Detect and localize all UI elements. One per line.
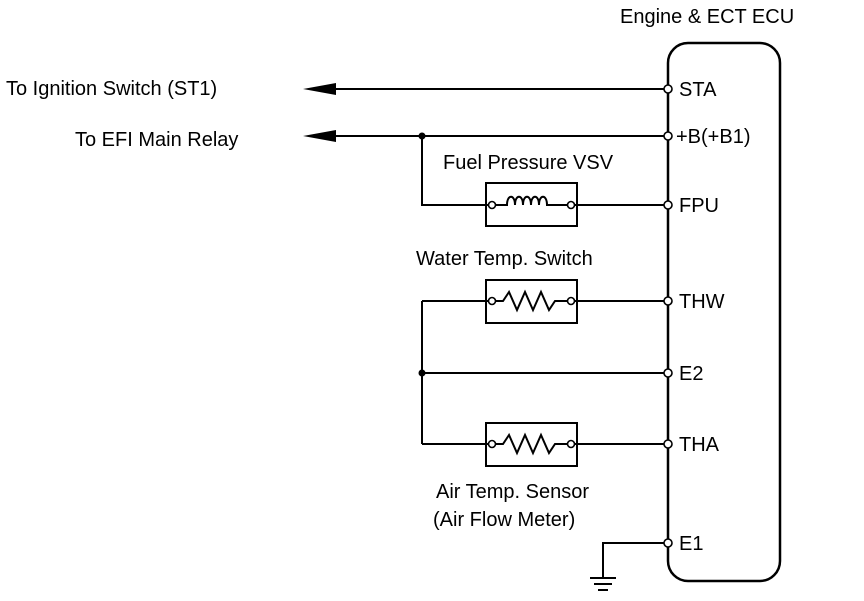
air-sensor-label-line2: (Air Flow Meter) [433,509,575,531]
water-switch-body [485,279,578,324]
pin-e1-label: E1 [679,533,703,555]
fuel-vsv-body [485,182,578,227]
pin-tha-terminal [663,439,673,449]
pin-sta-terminal [663,84,673,94]
arrow-left-icon [303,83,336,95]
ground-icon [590,577,616,591]
vsv-terminal-right [566,200,576,210]
pin-b-label: +B(+B1) [676,126,750,148]
air-sensor-body [485,422,578,467]
air-sensor-label-line1: Air Temp. Sensor [436,481,589,503]
water-switch-label: Water Temp. Switch [416,248,593,270]
pin-fpu-terminal [663,200,673,210]
vsv-terminal-left [487,200,497,210]
ignition-switch-label: To Ignition Switch (ST1) [6,78,217,100]
pin-b-terminal [663,131,673,141]
fuel-vsv-label: Fuel Pressure VSV [443,152,614,174]
pin-thw-label: THW [679,291,725,313]
tha-terminal-left [487,439,497,449]
pin-sta-label: STA [679,79,717,101]
e1-wire [602,542,668,578]
pin-e2-label: E2 [679,363,703,385]
resistor-icon [492,289,571,313]
efi-relay-label: To EFI Main Relay [75,129,238,151]
pin-thw-terminal [663,296,673,306]
pin-fpu-label: FPU [679,195,719,217]
ecu-title: Engine & ECT ECU [620,6,794,28]
pin-tha-label: THA [679,434,720,456]
vsv-wire-left [421,136,492,206]
thw-terminal-left [487,296,497,306]
tha-terminal-right [566,439,576,449]
pin-e1-terminal [663,538,673,548]
ecu-box [666,41,782,583]
resistor-icon [492,432,571,456]
pin-e2-terminal [663,368,673,378]
arrow-left-icon [303,130,336,142]
thw-terminal-right [566,296,576,306]
junction-dot [418,369,426,377]
coil-icon [492,195,571,206]
